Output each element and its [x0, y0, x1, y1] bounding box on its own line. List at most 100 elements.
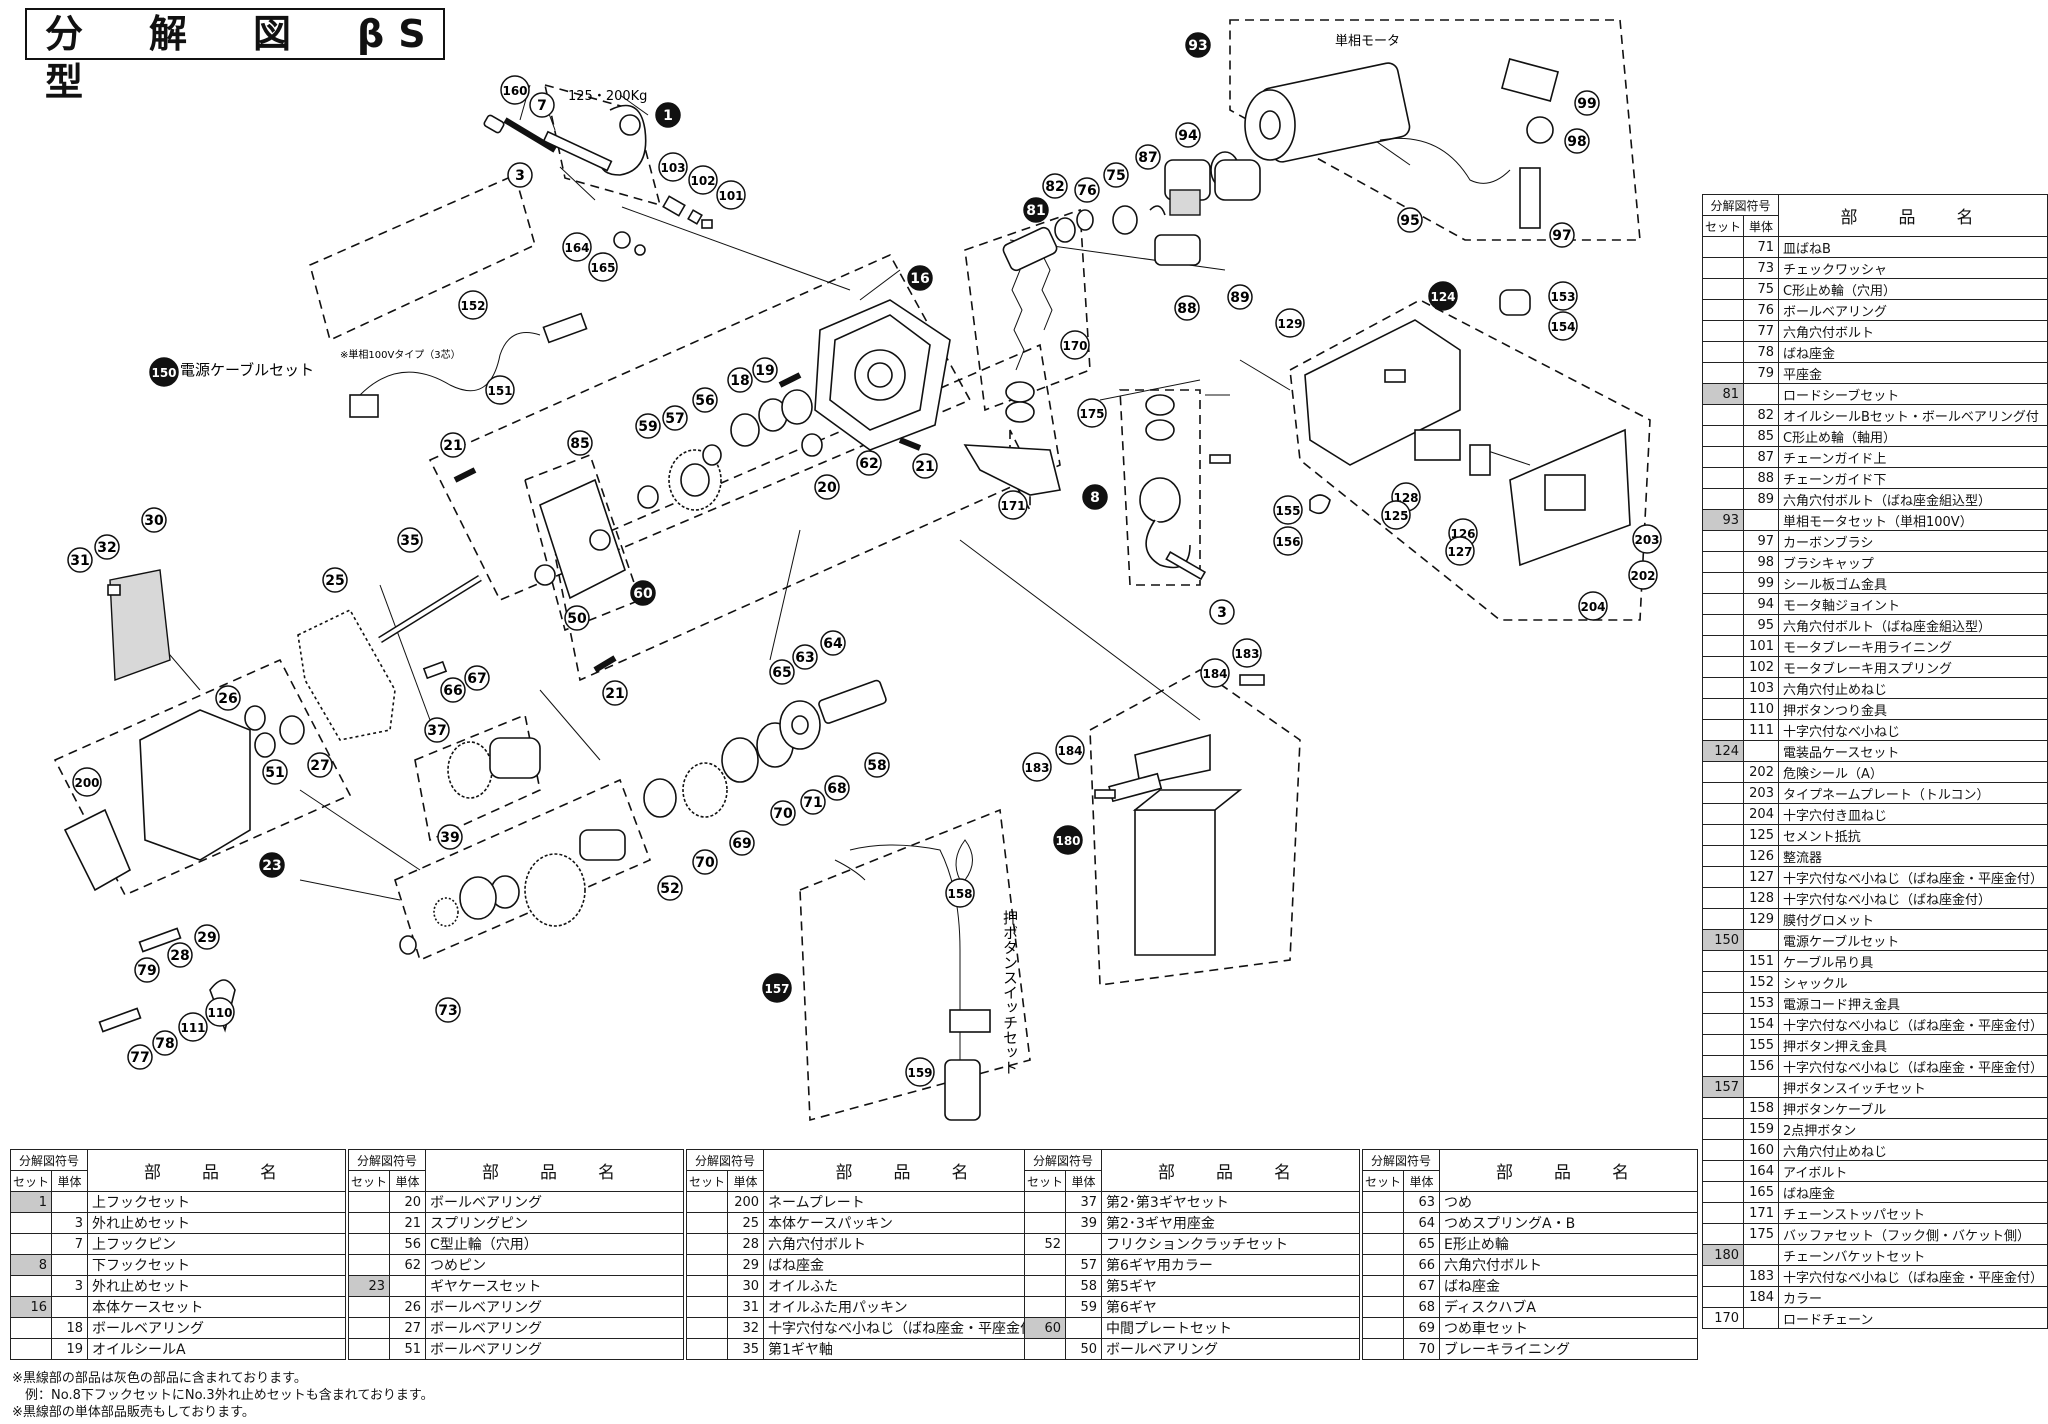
cell-name: 十字穴付なべ小ねじ（ばね座金付） — [1777, 887, 2048, 909]
cell-set: 124 — [1701, 740, 1745, 762]
callout-19: 19 — [752, 357, 778, 383]
cell-name: 六角穴付ボルト — [1777, 320, 2048, 342]
cell-single: 62 — [389, 1254, 427, 1276]
cell-set — [347, 1254, 391, 1276]
pushbutton-cable — [834, 839, 991, 1121]
header-single: 単体 — [51, 1170, 89, 1192]
svg-text:18: 18 — [730, 373, 749, 389]
callout-3-1: 3 — [1209, 599, 1235, 625]
callout-52: 52 — [657, 875, 683, 901]
svg-text:81: 81 — [1026, 203, 1045, 219]
gears-upper — [637, 389, 823, 511]
cell-name: 単相モータセット（単相100V） — [1777, 509, 2048, 531]
cell-single — [1065, 1233, 1103, 1255]
cell-set — [1701, 656, 1745, 678]
cell-set — [1701, 1202, 1745, 1224]
svg-text:103: 103 — [660, 161, 685, 175]
cell-set — [1361, 1317, 1405, 1339]
cell-name: 本体ケースセット — [87, 1296, 347, 1318]
cell-single: 75 — [1743, 278, 1779, 300]
cell-set — [1023, 1296, 1067, 1318]
cell-set — [1701, 236, 1745, 258]
shafts — [378, 372, 922, 673]
callout-1: 1 — [655, 102, 681, 128]
svg-text:66: 66 — [443, 683, 462, 699]
cell-single — [1743, 1076, 1779, 1098]
svg-text:87: 87 — [1138, 150, 1157, 166]
callout-184-1: 184 — [1055, 735, 1085, 765]
cell-set — [1701, 467, 1745, 489]
cell-single: 63 — [1403, 1191, 1441, 1213]
cell-name: チェーンガイド上 — [1777, 446, 2048, 468]
svg-text:160: 160 — [502, 84, 527, 98]
cell-name: 第2･第3ギヤセット — [1101, 1191, 1361, 1213]
callout-60: 60 — [630, 580, 656, 606]
callout-35: 35 — [397, 527, 423, 553]
svg-text:70: 70 — [695, 855, 715, 871]
callout-78: 78 — [152, 1030, 178, 1056]
cell-set — [1361, 1338, 1405, 1360]
cell-single: 128 — [1743, 887, 1779, 909]
cell-name: ボールベアリング — [425, 1191, 685, 1213]
svg-text:95: 95 — [1400, 213, 1419, 229]
callout-30: 30 — [141, 507, 167, 533]
cell-single: 79 — [1743, 362, 1779, 384]
svg-text:28: 28 — [170, 948, 189, 964]
callout-152: 152 — [458, 290, 488, 320]
cell-name: 押ボタンスイッチセット — [1777, 1076, 2048, 1098]
callout-153: 153 — [1548, 281, 1578, 311]
cell-set — [1701, 887, 1745, 909]
cell-name: カラー — [1777, 1286, 2048, 1308]
cell-single: 30 — [727, 1275, 765, 1297]
svg-text:99: 99 — [1577, 96, 1596, 112]
svg-text:85: 85 — [570, 436, 589, 452]
cell-single: 58 — [1065, 1275, 1103, 1297]
svg-text:171: 171 — [1000, 499, 1025, 513]
callout-59: 59 — [635, 413, 661, 439]
cell-name: モータブレーキ用ライニング — [1777, 635, 2048, 657]
cell-set — [1701, 320, 1745, 342]
header-set: セット — [1361, 1170, 1405, 1192]
cell-single — [51, 1254, 89, 1276]
callout-64: 64 — [820, 630, 846, 656]
callout-21-1: 21 — [912, 453, 938, 479]
cell-set — [347, 1317, 391, 1339]
cell-name: 第2･3ギヤ用座金 — [1101, 1212, 1361, 1234]
upper-hook — [542, 104, 647, 176]
cell-name: 電源コード押え金具 — [1777, 992, 2048, 1014]
cell-set — [1701, 635, 1745, 657]
callouts: 1337160103102101164165152151150162121211… — [67, 32, 1662, 1087]
svg-text:1: 1 — [663, 108, 673, 124]
cell-set: 180 — [1701, 1244, 1745, 1266]
header-group: 分解図符号 — [1702, 194, 1779, 216]
svg-text:164: 164 — [564, 241, 589, 255]
electrical-case — [1304, 319, 1631, 567]
cell-name: 上フックセット — [87, 1191, 347, 1213]
cell-set — [1023, 1338, 1067, 1360]
svg-text:30: 30 — [144, 513, 164, 529]
cell-name: ボールベアリング — [1101, 1338, 1361, 1360]
gasket-25 — [297, 608, 396, 741]
svg-text:200: 200 — [74, 776, 99, 790]
cell-name: 電源ケーブルセット — [1777, 929, 2048, 951]
cell-set: 150 — [1701, 929, 1745, 951]
chain-bucket — [1108, 733, 1243, 956]
